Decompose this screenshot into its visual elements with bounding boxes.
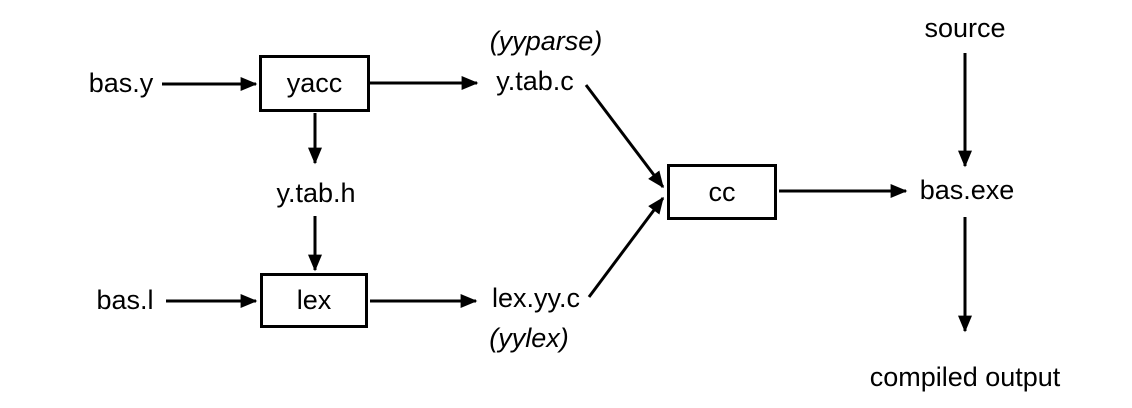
label-yyparse: (yyparse) — [489, 26, 603, 57]
box-lex: lex — [260, 273, 368, 328]
label-y-tab-h: y.tab.h — [276, 178, 356, 209]
label-source: source — [924, 13, 1006, 44]
label-lex-yy-c: lex.yy.c — [491, 283, 581, 314]
label-bas-y: bas.y — [88, 68, 154, 99]
box-yacc-label: yacc — [286, 68, 343, 98]
box-yacc: yacc — [259, 55, 370, 112]
label-bas-l: bas.l — [96, 285, 154, 316]
label-yylex: (yylex) — [489, 323, 569, 354]
edge-ytabc-to-cc — [584, 84, 665, 189]
label-compiled-output: compiled output — [869, 362, 1061, 393]
label-y-tab-c: y.tab.c — [496, 66, 574, 97]
edge-lexyyc-to-cc — [587, 196, 665, 298]
box-lex-label: lex — [296, 285, 332, 315]
label-bas-exe: bas.exe — [919, 175, 1015, 206]
box-cc-label: cc — [708, 176, 736, 207]
box-cc: cc — [667, 164, 777, 220]
